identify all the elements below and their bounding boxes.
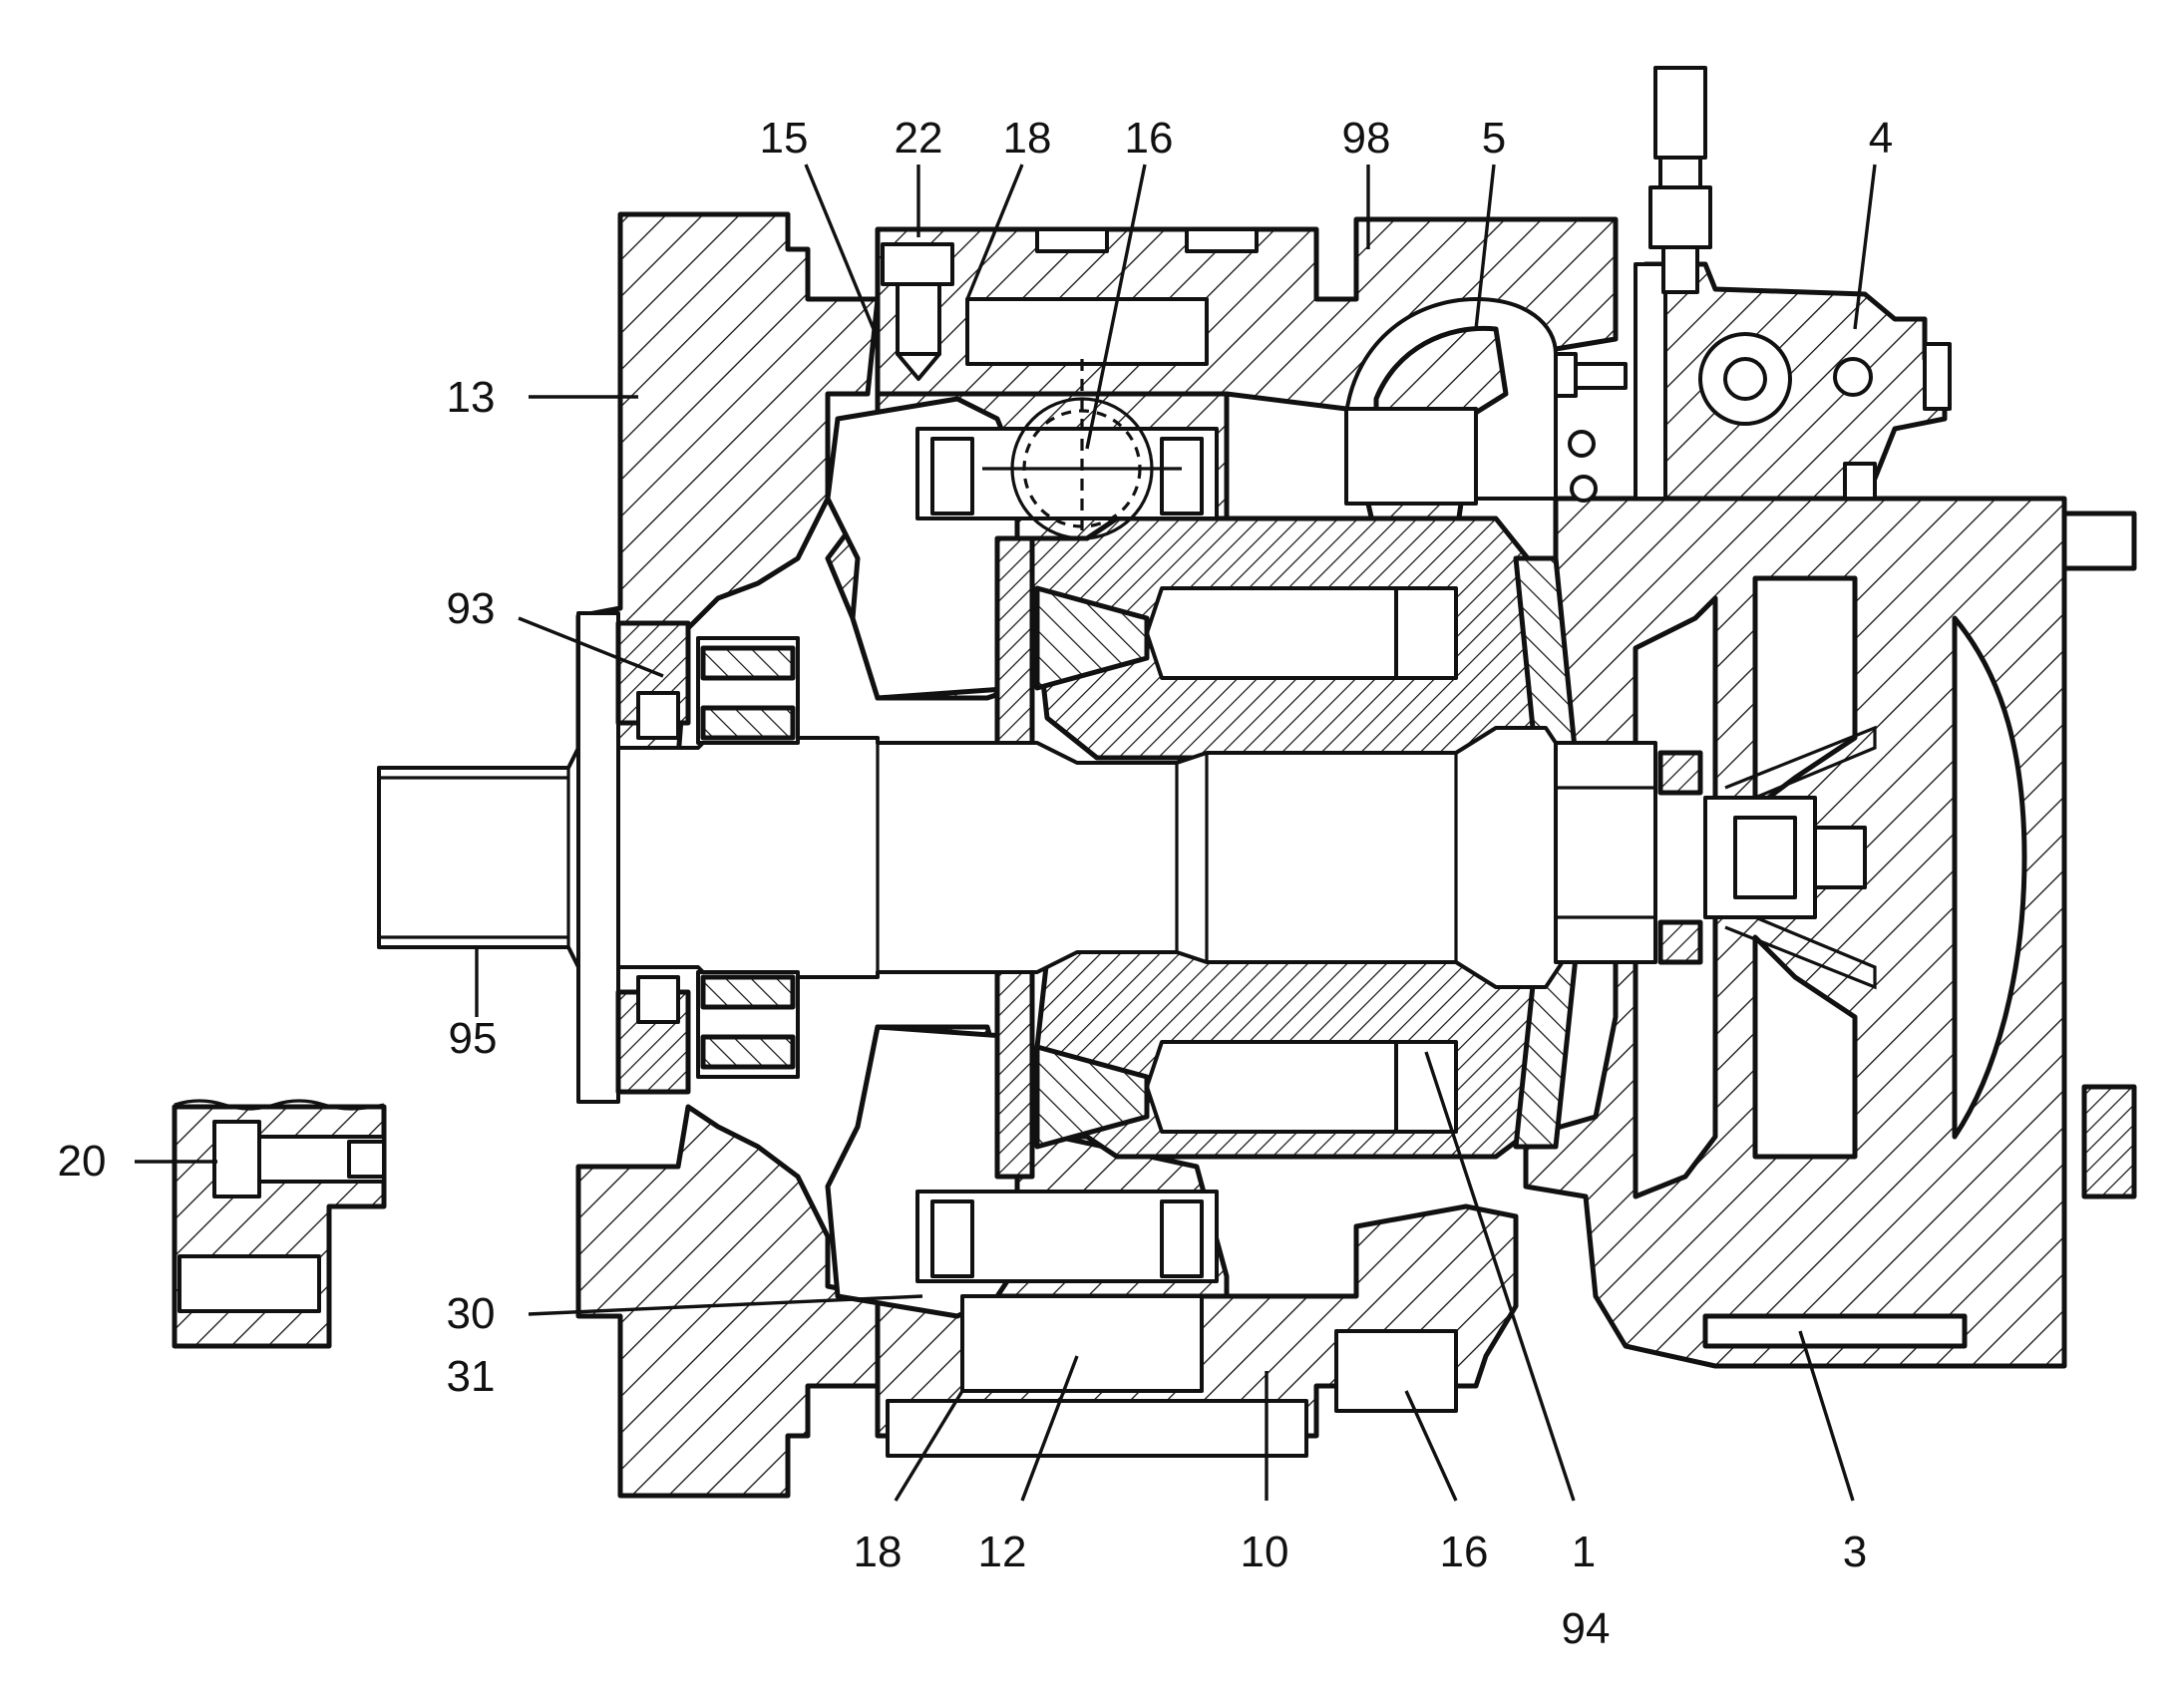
callout-18-top: 18: [1003, 114, 1052, 163]
callout-5: 5: [1482, 114, 1506, 163]
leader-lines: [135, 164, 1877, 1502]
callout-30: 30: [447, 1289, 496, 1338]
servo-piston: [1344, 297, 1558, 506]
callout-1: 1: [1572, 1528, 1596, 1576]
callout-3: 3: [1843, 1528, 1867, 1576]
callout-18-bottom: 18: [854, 1528, 903, 1576]
callout-15: 15: [760, 114, 809, 163]
callout-93: 93: [447, 584, 496, 633]
control-valve-block: [1514, 66, 1952, 503]
callout-12: 12: [978, 1528, 1027, 1576]
callout-98: 98: [1342, 114, 1391, 163]
callout-31: 31: [447, 1352, 496, 1401]
callout-10: 10: [1241, 1528, 1289, 1576]
trunnion-bearings: [886, 297, 1458, 1458]
callout-16-bottom: 16: [1440, 1528, 1489, 1576]
callout-16-top: 16: [1125, 114, 1174, 163]
callout-95: 95: [449, 1014, 498, 1063]
callout-22: 22: [895, 114, 943, 163]
detail-plug-20: [172, 1099, 387, 1349]
callout-94: 94: [1562, 1604, 1611, 1653]
callout-4: 4: [1869, 114, 1893, 163]
callout-13: 13: [447, 373, 496, 422]
plug-screw-22: [881, 227, 1259, 381]
drive-shaft: [377, 726, 1578, 989]
callout-labels: 15 22 18 16 98 5 4 13 93 95 20 30 31 18 …: [58, 114, 1894, 1653]
callout-20: 20: [58, 1137, 107, 1186]
rear-bearing-gear: [1554, 725, 1877, 990]
front-bearing-seal: [576, 611, 800, 1104]
